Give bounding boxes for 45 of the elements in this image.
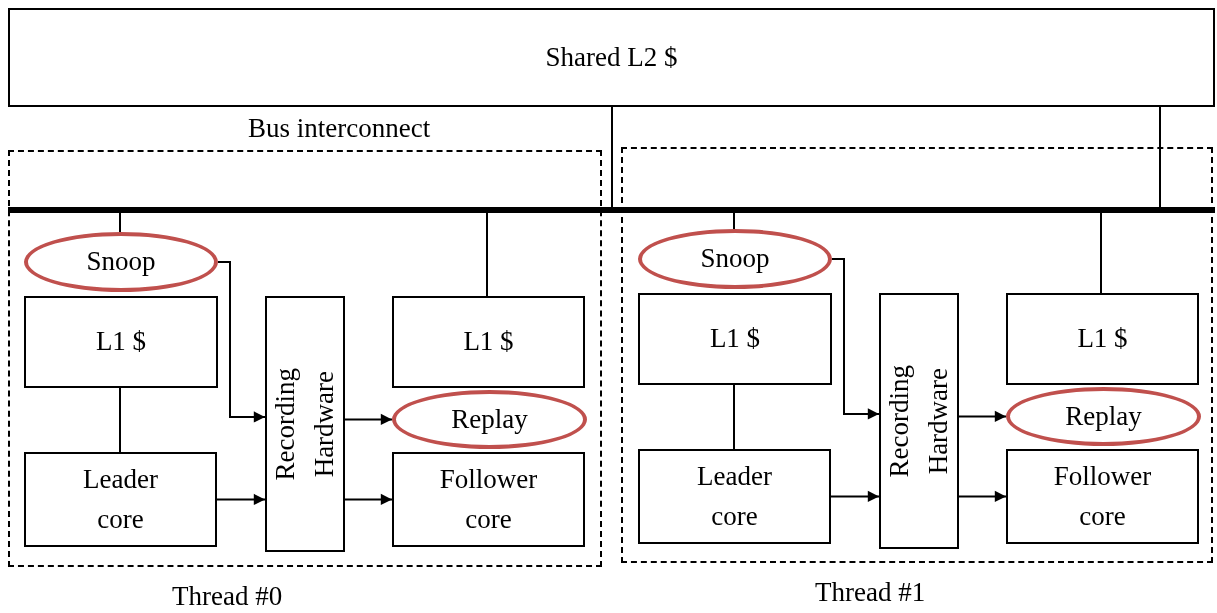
vertical-box [265, 296, 345, 552]
arrow [216, 493, 266, 506]
connector-line [611, 106, 613, 208]
connector-line [1100, 212, 1102, 294]
process-box [1006, 449, 1199, 544]
node-label: Leader core [82, 463, 159, 536]
connector-line [733, 384, 735, 450]
node-label: L1 $ [1077, 322, 1128, 356]
process-box [24, 296, 218, 388]
node-label: Shared L2 $ [545, 40, 678, 74]
connector-line [119, 212, 121, 233]
arrow [831, 258, 880, 420]
node-label: Recording Hardware [268, 366, 340, 483]
process-box [392, 296, 585, 388]
process-box [638, 293, 832, 385]
node-label: L1 $ [463, 325, 514, 359]
connector-line [119, 387, 121, 453]
node-label: L1 $ [709, 322, 761, 356]
connector-line [733, 212, 735, 230]
process-box [1006, 293, 1199, 385]
process-box [24, 452, 217, 547]
arrow [217, 261, 266, 423]
bus-label: Bus interconnect [248, 113, 431, 144]
connector-line [1159, 106, 1161, 208]
group-label: Thread #1 [815, 577, 926, 608]
node-label: Follower core [438, 463, 539, 536]
connector-line [486, 212, 488, 297]
group-label: Thread #0 [172, 581, 283, 612]
node-label: Snoop [86, 245, 156, 279]
vertical-box [879, 293, 959, 549]
process-box [8, 8, 1215, 107]
arrow [958, 490, 1007, 503]
node-label: Replay [1065, 399, 1142, 433]
node-label: Leader core [696, 460, 773, 533]
node-label: Follower core [1052, 460, 1153, 533]
node-label: Snoop [700, 242, 770, 276]
node-label: Recording Hardware [882, 363, 954, 480]
arrow [958, 410, 1007, 423]
process-box [638, 449, 831, 544]
arrow [344, 413, 393, 426]
node-label: Replay [451, 402, 528, 436]
arrow [344, 493, 393, 506]
node-label: L1 $ [95, 325, 147, 359]
process-box [392, 452, 585, 547]
arrow [830, 490, 880, 503]
